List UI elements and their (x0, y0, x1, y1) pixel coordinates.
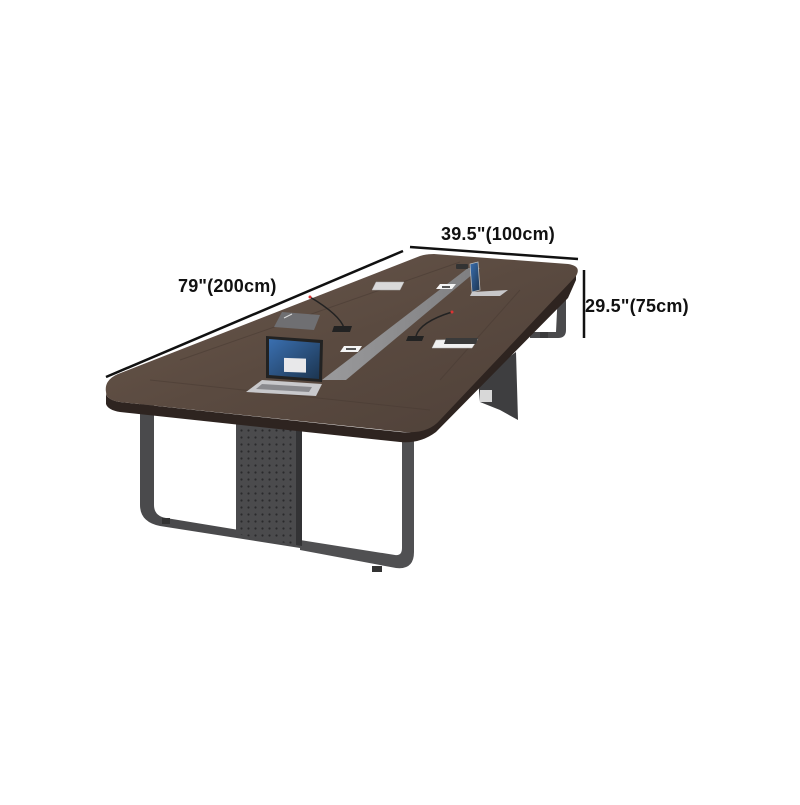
wood-grain-lines (149, 261, 521, 411)
cable-port-back (436, 284, 456, 289)
length-dimension-label: 79"(200cm) (178, 276, 277, 296)
phone-far (456, 264, 468, 269)
front-leg-frame (140, 404, 414, 572)
dimension-lines (105, 245, 586, 379)
length-dimension-line (105, 249, 404, 379)
width-dimension-label: 39.5"(100cm) (441, 224, 556, 244)
cable-tray (322, 268, 480, 380)
height-dimension-label: 29.5"(75cm) (585, 296, 689, 316)
microphone-left (308, 295, 352, 332)
papers-right (431, 338, 479, 349)
back-right-leg (530, 290, 566, 338)
cable-port-center (340, 346, 362, 352)
tablet-far (371, 281, 405, 291)
microphone-right (406, 310, 454, 341)
width-dimension-line (409, 245, 579, 261)
laptop-back (469, 261, 508, 296)
notebook-left (274, 312, 320, 330)
laptop-front (246, 336, 323, 396)
center-support-panel-back (478, 352, 518, 420)
